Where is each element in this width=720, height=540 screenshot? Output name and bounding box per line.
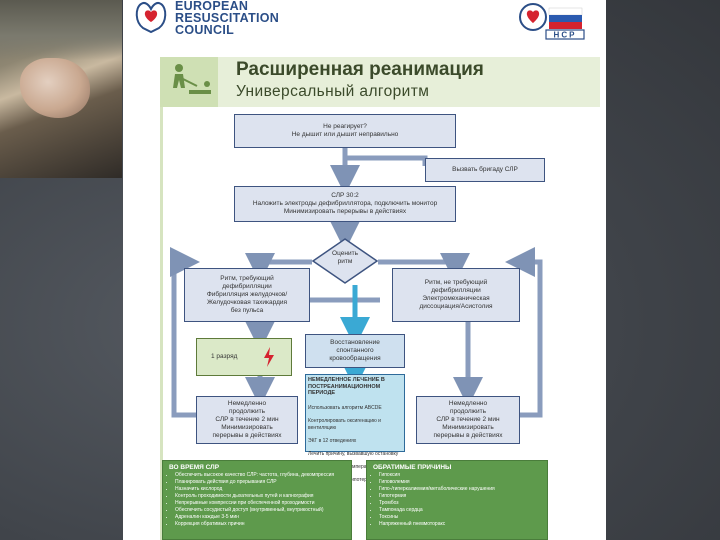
during-cpr-list: Обеспечить высокое качество СЛР: частота… — [163, 472, 351, 528]
poster-side-line — [160, 107, 163, 540]
list-item: Токсины — [379, 514, 541, 521]
nsr-abbr: НСР — [554, 31, 577, 40]
resume-cpr-left-box: Немедленно продолжить СЛР в течение 2 ми… — [196, 396, 298, 444]
reversible-causes-list: Гипоксия Гиповолемия Гипо-/гиперкалиемия… — [367, 472, 547, 528]
poster-title: Расширенная реанимация — [236, 59, 484, 80]
reversible-causes-title: ОБРАТИМЫЕ ПРИЧИНЫ — [373, 464, 452, 471]
post-item: Лечить причину, вызвавшую остановку — [308, 450, 399, 457]
nsr-logo-icon: НСР — [519, 3, 585, 40]
list-item: Обеспечить сосудистый доступ (внутривенн… — [175, 507, 345, 514]
list-item: Напряженный пневмоторакс — [379, 521, 541, 528]
resuscitation-photo — [0, 0, 122, 178]
list-item: Непрерывные компрессии при обеспеченной … — [175, 500, 345, 507]
lightning-icon — [264, 347, 274, 367]
list-item: Гиповолемия — [379, 479, 541, 486]
nonshockable-box: Ритм, не требующий дефибрилляции Электро… — [392, 268, 520, 322]
cpr-box: СЛР 30:2 Наложить электроды дефибриллято… — [234, 186, 456, 222]
list-item: Адреналин каждые 3-5 мин — [175, 514, 345, 521]
post-item: Контролировать оксигенацию и вентиляцию — [308, 418, 381, 431]
erc-line3: COUNCIL — [175, 23, 235, 37]
list-item: Гипо-/гиперкалиемия/метаболические наруш… — [379, 486, 541, 493]
list-item: Коррекция обратимых причин — [175, 521, 345, 528]
rosc-box: Восстановление спонтанного кровообращени… — [305, 334, 405, 368]
list-item: Планировать действия до прерывания СЛР — [175, 479, 345, 486]
unresponsive-box: Не реагирует? Не дышит или дышит неправи… — [234, 114, 456, 148]
resuscitation-pictogram-icon — [173, 64, 211, 94]
erc-wordmark: EUROPEAN RESUSCITATION COUNCIL — [175, 0, 279, 36]
list-item: Гипоксия — [379, 472, 541, 479]
poster-subtitle: Универсальный алгоритм — [236, 83, 430, 100]
post-resuscitation-title: НЕМЕДЛЕННОЕ ЛЕЧЕНИЕ В ПОСТРЕАНИМАЦИОННОМ… — [308, 377, 385, 396]
one-shock-box: 1 разряд — [196, 338, 292, 376]
reversible-causes-panel: ОБРАТИМЫЕ ПРИЧИНЫ Гипоксия Гиповолемия Г… — [366, 460, 548, 540]
during-cpr-title: ВО ВРЕМЯ СЛР — [169, 464, 220, 471]
erc-logo-icon — [135, 1, 167, 34]
list-item: Контроль проходимости дыхательных путей … — [175, 493, 345, 500]
photo-hair — [0, 0, 122, 60]
call-team-box: Вызвать бригаду СЛР — [425, 158, 545, 182]
one-shock-label: 1 разряд — [211, 353, 238, 360]
post-item: Использовать алгоритм ABCDE — [308, 405, 382, 411]
assess-rhythm-diamond — [312, 238, 378, 284]
list-item: Тампонада сердца — [379, 507, 541, 514]
resume-cpr-right-box: Немедленно продолжить СЛР в течение 2 ми… — [416, 396, 520, 444]
during-cpr-panel: ВО ВРЕМЯ СЛР Обеспечить высокое качество… — [162, 460, 352, 540]
assess-rhythm-label: Оценить ритм — [332, 250, 358, 265]
post-item: ЭКГ в 12 отведениях — [308, 437, 357, 444]
list-item: Тромбоз — [379, 500, 541, 507]
title-band — [160, 57, 600, 107]
erc-line2: RESUSCITATION — [175, 11, 280, 25]
list-item: Гипотермия — [379, 493, 541, 500]
list-item: Обеспечить высокое качество СЛР: частота… — [175, 472, 345, 479]
shockable-box: Ритм, требующий дефибрилляции Фибрилляци… — [184, 268, 310, 322]
erc-line1: EUROPEAN — [175, 0, 249, 13]
photo-face — [20, 58, 90, 118]
post-resuscitation-box: НЕМЕДЛЕННОЕ ЛЕЧЕНИЕ В ПОСТРЕАНИМАЦИОННОМ… — [305, 374, 405, 483]
list-item: Назначить кислород — [175, 486, 345, 493]
